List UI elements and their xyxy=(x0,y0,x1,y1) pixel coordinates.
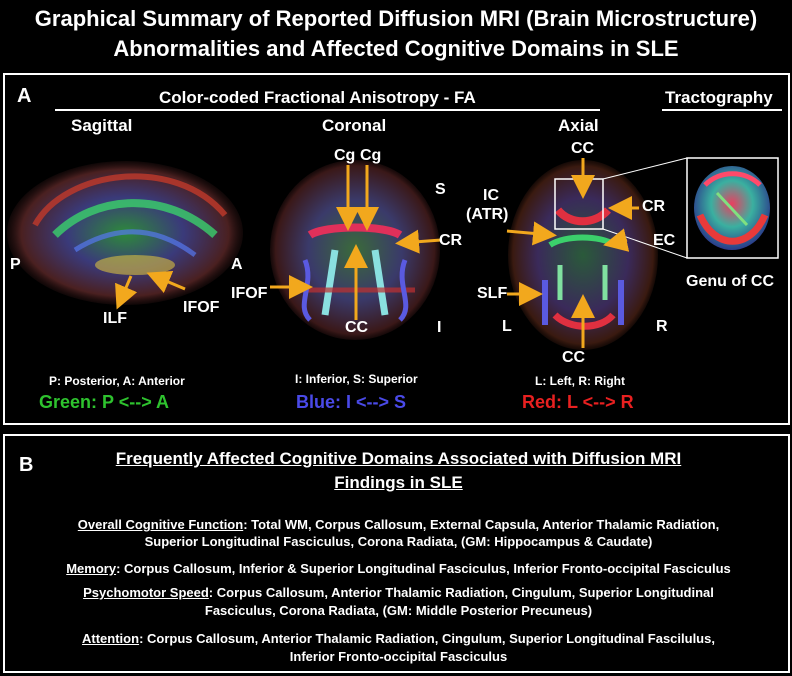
label-cc-axial-bottom: CC xyxy=(562,349,586,366)
label-cg-right: Cg xyxy=(360,147,382,164)
red-axis-legend: Red: L <--> R xyxy=(522,392,634,412)
panel-b-header-line1: Frequently Affected Cognitive Domains As… xyxy=(115,449,682,468)
domain-attention-line2: Inferior Fronto-occipital Fasciculus xyxy=(289,649,508,664)
tractography-header: Tractography xyxy=(665,88,773,107)
label-cc-coronal: CC xyxy=(345,319,369,336)
domain-name: Psychomotor Speed xyxy=(83,585,209,600)
label-ec: EC xyxy=(653,232,676,249)
view-label-coronal: Coronal xyxy=(322,116,387,135)
domain-name: Attention xyxy=(82,631,140,646)
domain-text: : Corpus Callosum, Anterior Thalamic Rad… xyxy=(208,585,714,600)
label-cr-coronal: CR xyxy=(439,232,463,249)
domain-psychomotor-line1: Psychomotor Speed: Corpus Callosum, Ante… xyxy=(5,584,792,601)
view-label-axial: Axial xyxy=(558,116,599,135)
label-cr-axial: CR xyxy=(642,198,666,215)
domain-psychomotor-line2: Fasciculus, Corona Radiata, (GM: Middle … xyxy=(204,603,593,618)
domain-name: Overall Cognitive Function xyxy=(77,517,244,532)
axial-key: L: Left, R: Right xyxy=(535,374,625,388)
label-ifof-sagittal: IFOF xyxy=(183,299,220,316)
sagittal-key: P: Posterior, A: Anterior xyxy=(49,374,185,388)
label-genu-of-cc: Genu of CC xyxy=(686,273,774,290)
domain-text: : Corpus Callosum, Anterior Thalamic Rad… xyxy=(139,631,715,646)
domain-overall-line1: Overall Cognitive Function: Total WM, Co… xyxy=(5,516,792,533)
label-cc-axial-top: CC xyxy=(571,140,595,157)
panel-b: B Frequently Affected Cognitive Domains … xyxy=(3,434,790,673)
domain-attention-line1: Attention: Corpus Callosum, Anterior Tha… xyxy=(5,630,792,647)
label-inferior: I xyxy=(437,319,442,336)
panel-a-letter: A xyxy=(17,85,32,107)
figure-title-line1: Graphical Summary of Reported Diffusion … xyxy=(34,6,758,31)
inset-connector-top xyxy=(602,157,688,180)
label-ifof-coronal: IFOF xyxy=(231,285,268,302)
domain-overall-line2: Superior Longitudinal Fasciculus, Corona… xyxy=(144,534,653,549)
domain-text: : Corpus Callosum, Inferior & Superior L… xyxy=(116,561,731,576)
panel-a-graphics xyxy=(7,109,782,350)
label-ilf: ILF xyxy=(103,310,127,327)
domain-name: Memory xyxy=(66,561,117,576)
green-axis-legend: Green: P <--> A xyxy=(39,392,170,412)
blue-axis-legend: Blue: I <--> S xyxy=(296,392,407,412)
panel-a: A Color-coded Fractional Anisotropy - FA… xyxy=(3,73,790,425)
annotation-arrows xyxy=(115,158,639,348)
panel-b-letter: B xyxy=(19,454,34,476)
label-superior: S xyxy=(435,181,446,198)
label-slf: SLF xyxy=(477,285,508,302)
figure-title-line2: Abnormalities and Affected Cognitive Dom… xyxy=(113,36,679,61)
coronal-key: I: Inferior, S: Superior xyxy=(295,372,418,386)
label-anterior: A xyxy=(231,256,243,273)
domain-memory-line1: Memory: Corpus Callosum, Inferior & Supe… xyxy=(5,560,792,577)
label-posterior: P xyxy=(10,256,21,273)
sagittal-brain-image xyxy=(7,161,243,305)
label-right: R xyxy=(656,318,668,335)
view-label-sagittal: Sagittal xyxy=(71,116,133,135)
genu-tractography-image xyxy=(694,166,770,250)
panel-b-header-line2: Findings in SLE xyxy=(334,473,463,492)
label-ic: IC xyxy=(483,187,499,204)
label-left: L xyxy=(502,318,512,335)
domain-text: : Total WM, Corpus Callosum, External Ca… xyxy=(243,517,720,532)
fa-header: Color-coded Fractional Anisotropy - FA xyxy=(159,88,476,107)
label-atr: (ATR) xyxy=(466,206,509,223)
label-cg-left: Cg xyxy=(334,147,356,164)
